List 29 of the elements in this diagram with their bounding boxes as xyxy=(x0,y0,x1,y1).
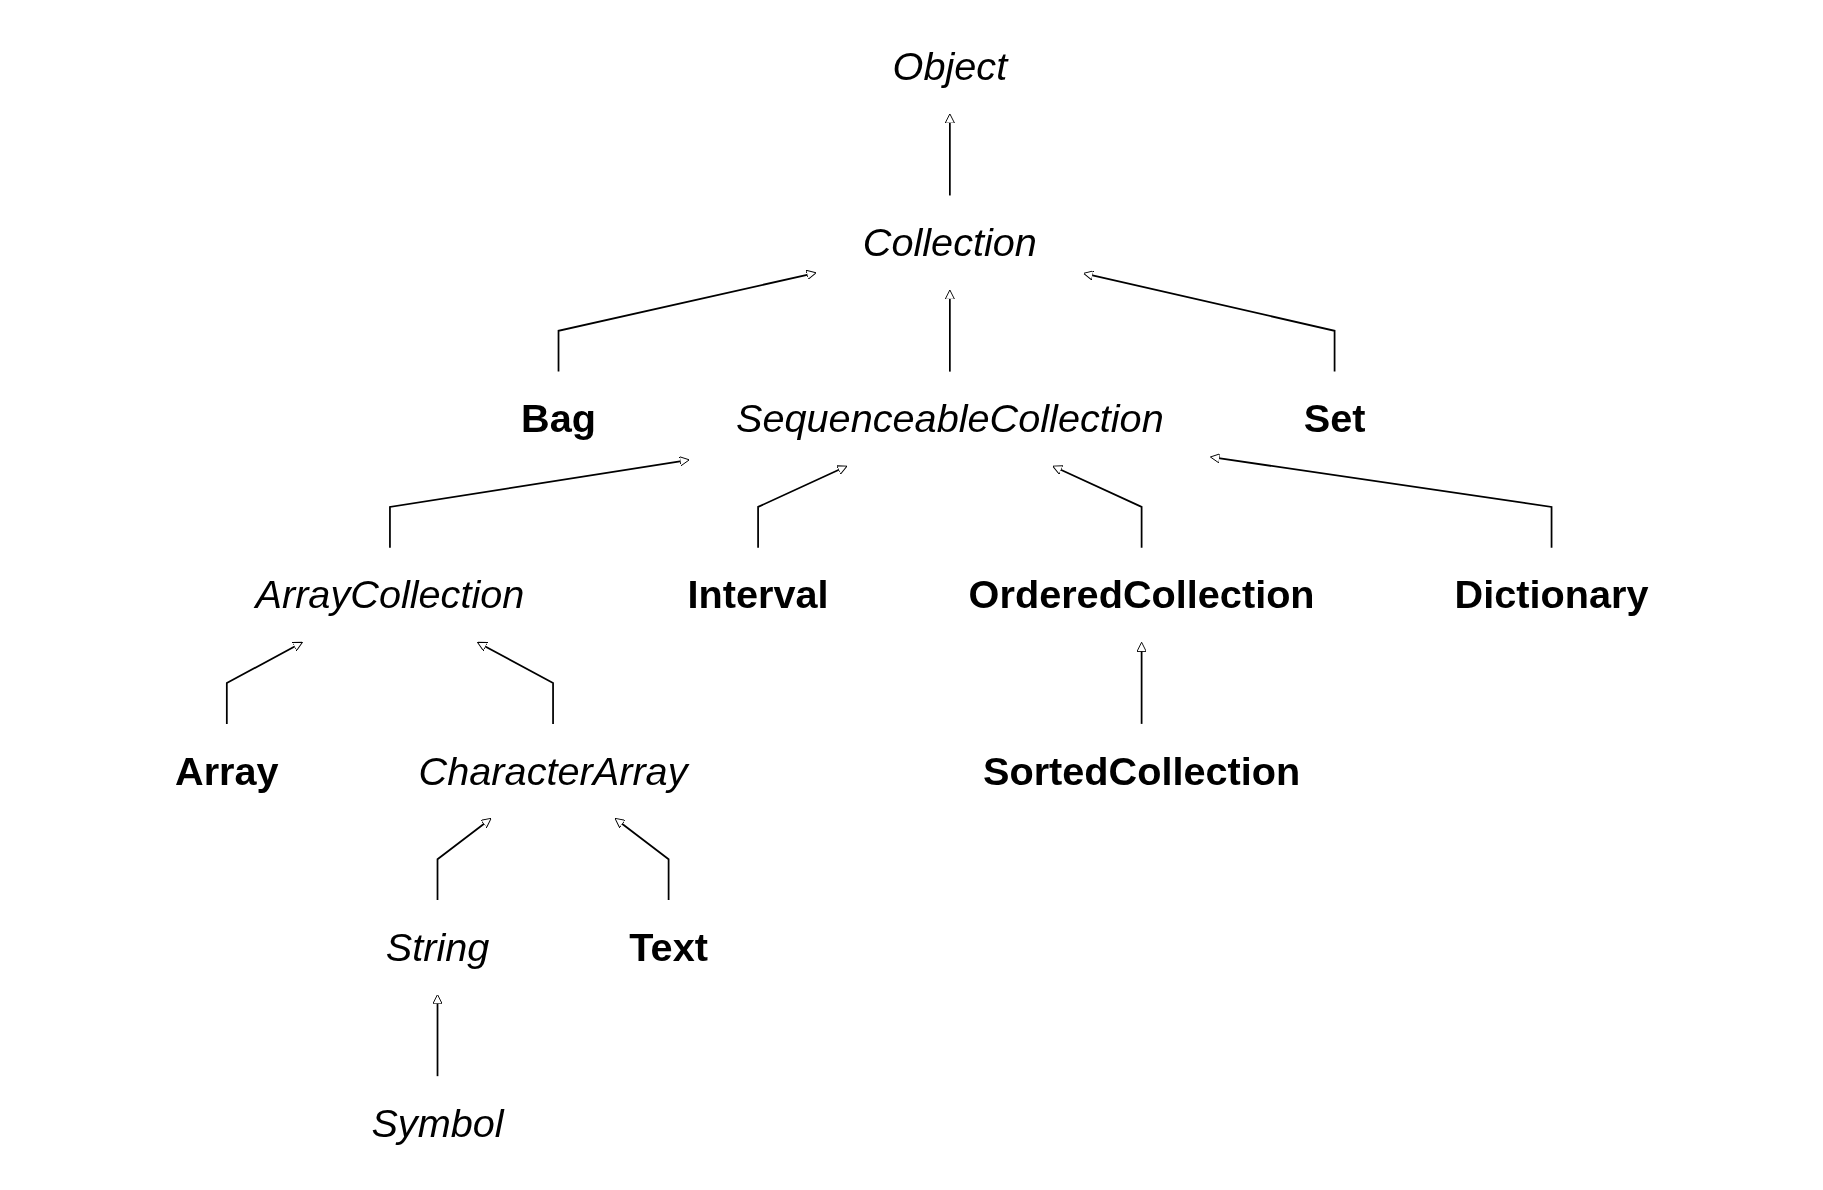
arrow xyxy=(432,994,443,1078)
node-text: String xyxy=(385,924,490,969)
node-text: SequenceableCollection xyxy=(735,396,1164,441)
node-text: Dictionary xyxy=(1454,572,1649,617)
arrow xyxy=(944,113,955,197)
node-text: ArrayCollection xyxy=(255,572,525,617)
arrow xyxy=(756,465,848,549)
arrow xyxy=(1052,465,1143,549)
arrow xyxy=(944,289,955,373)
node-text: SortedCollection xyxy=(982,748,1301,793)
node-text: Object xyxy=(892,43,1007,89)
node-text: Symbol xyxy=(371,1100,504,1145)
node-text: Array xyxy=(174,748,279,793)
node-text: OrderedCollection xyxy=(968,572,1315,617)
arrow xyxy=(476,641,554,725)
node-text: Bag xyxy=(520,396,596,441)
arrow xyxy=(1082,270,1336,373)
arrow xyxy=(1136,641,1147,725)
node-text: CharacterArray xyxy=(418,748,688,793)
arrow xyxy=(557,269,817,373)
node-text: Collection xyxy=(862,219,1037,265)
node-text: Interval xyxy=(687,572,829,617)
arrow xyxy=(1209,453,1553,549)
arrow xyxy=(388,456,690,549)
node-text: Text xyxy=(629,924,708,969)
arrow xyxy=(225,641,303,725)
arrow xyxy=(614,817,670,901)
node-text: Set xyxy=(1303,396,1366,441)
arrow xyxy=(436,817,492,901)
